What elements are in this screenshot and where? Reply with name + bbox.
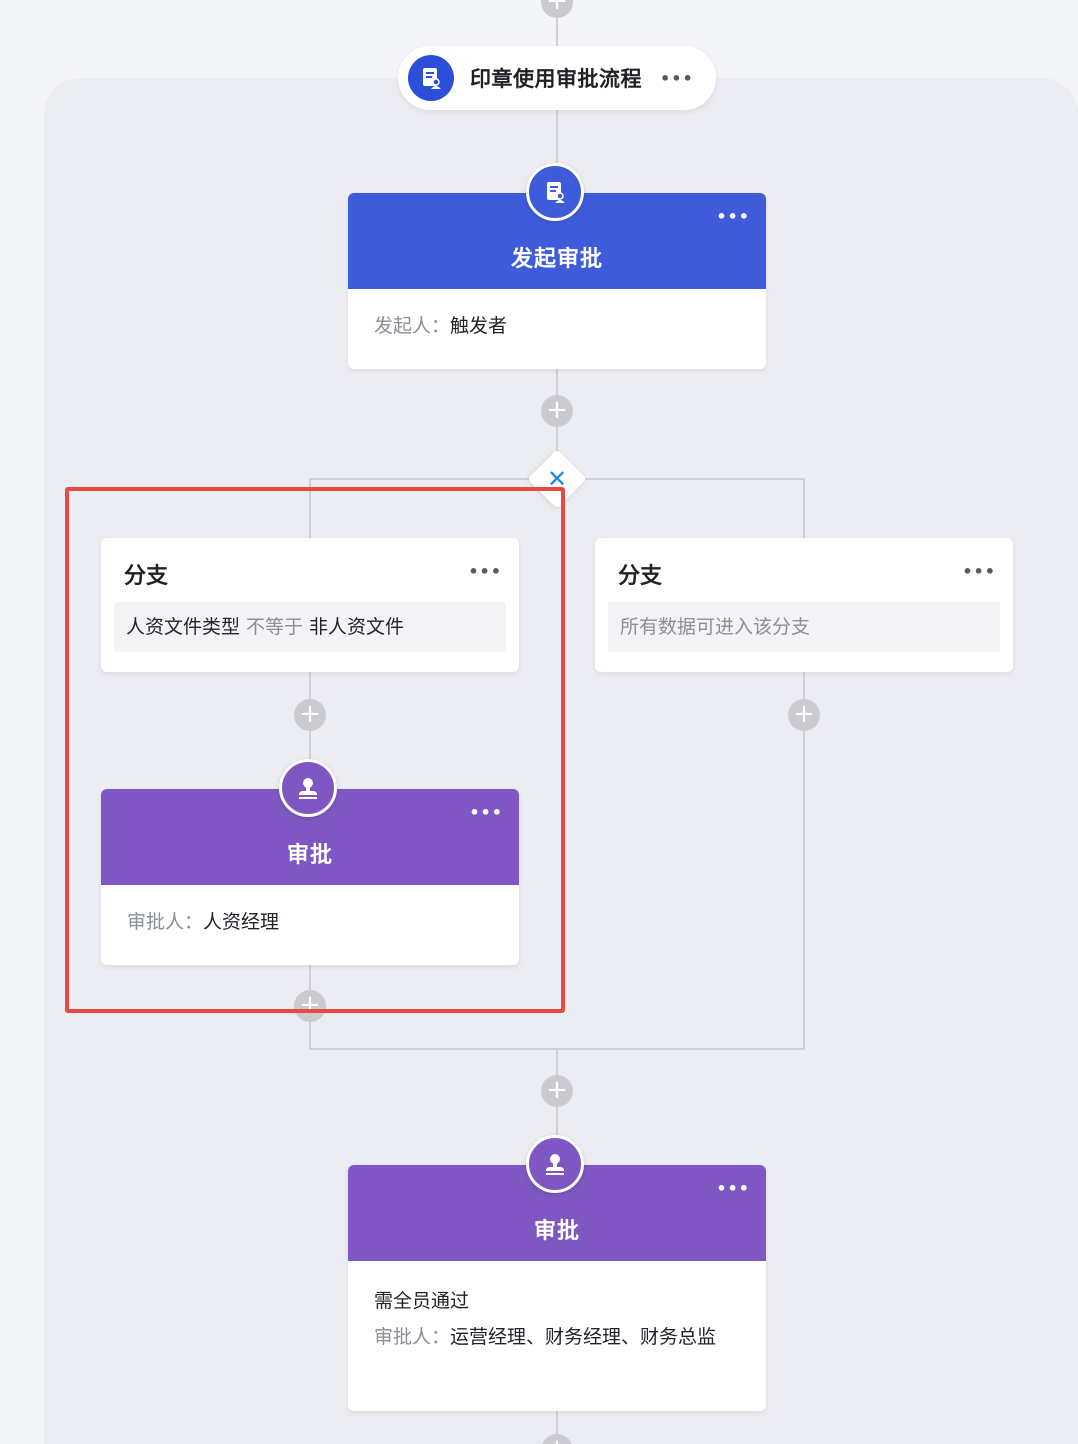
stamp-icon	[526, 1135, 584, 1193]
approver-line: 审批人：运营经理、财务经理、财务总监	[374, 1321, 740, 1353]
approval-node-title: 审批	[533, 1219, 580, 1244]
final-approval-node[interactable]: 审批 ••• 需全员通过 审批人：运营经理、财务经理、财务总监	[348, 1165, 766, 1411]
connector-line	[309, 478, 311, 540]
initiator-label: 发起人：	[374, 315, 451, 337]
more-icon[interactable]: •••	[468, 562, 502, 581]
branch-card-2[interactable]: 分支 ••• 所有数据可进入该分支	[595, 538, 1013, 672]
connector-line	[556, 1410, 558, 1444]
condition-field: 人资文件类型	[126, 616, 241, 638]
plus-icon: +	[546, 0, 568, 16]
start-node-title: 发起审批	[510, 247, 603, 272]
more-icon[interactable]: •••	[716, 1179, 750, 1198]
condition-operator: 不等于	[246, 616, 304, 638]
branch-condition: 人资文件类型不等于非人资文件	[114, 602, 506, 652]
condition-value: 非人资文件	[309, 616, 405, 638]
connector-line	[309, 671, 311, 791]
start-node-body: 发起人：触发者	[348, 289, 766, 363]
connector-line	[556, 110, 558, 166]
approval-mode: 需全员通过	[374, 1290, 470, 1312]
branch-card-1[interactable]: 分支 ••• 人资文件类型不等于非人资文件	[101, 538, 519, 672]
more-icon[interactable]: •••	[469, 803, 503, 822]
branch-title: 分支	[124, 564, 169, 589]
document-user-icon	[408, 55, 454, 101]
add-node-button[interactable]: +	[294, 699, 326, 731]
add-node-button[interactable]: +	[541, 395, 573, 427]
approval-node-body: 需全员通过 审批人：运营经理、财务经理、财务总监	[348, 1261, 766, 1375]
approver-value: 人资经理	[203, 911, 280, 933]
plus-icon: +	[793, 699, 815, 729]
add-node-button[interactable]: +	[541, 0, 573, 18]
more-icon[interactable]: •••	[962, 562, 996, 581]
branch-approval-node[interactable]: 审批 ••• 审批人：人资经理	[101, 789, 519, 965]
more-icon[interactable]: •••	[660, 68, 694, 88]
plus-icon: +	[546, 395, 568, 425]
approver-value: 运营经理、财务经理、财务总监	[450, 1326, 717, 1348]
approval-node-title: 审批	[286, 843, 333, 868]
flow-title-pill[interactable]: 印章使用审批流程 •••	[398, 46, 716, 110]
add-node-button[interactable]: +	[541, 1075, 573, 1107]
connector-line	[556, 1048, 558, 1168]
plus-icon: +	[546, 1075, 568, 1105]
approver-label: 审批人：	[374, 1326, 451, 1348]
connector-line	[803, 671, 805, 1050]
add-node-button[interactable]: +	[294, 990, 326, 1022]
close-icon[interactable]: ✕	[546, 465, 568, 493]
plus-icon: +	[541, 1434, 573, 1444]
approval-node-body: 审批人：人资经理	[101, 885, 519, 959]
plus-icon: +	[299, 699, 321, 729]
start-approval-node[interactable]: 发起审批 ••• 发起人：触发者	[348, 193, 766, 369]
plus-icon: +	[299, 990, 321, 1020]
approver-label: 审批人：	[127, 911, 204, 933]
branch-title: 分支	[618, 564, 663, 589]
connector-line	[556, 0, 558, 46]
flow-title: 印章使用审批流程	[470, 67, 642, 91]
initiator-value: 触发者	[450, 315, 508, 337]
add-node-button[interactable]: +	[541, 1434, 573, 1444]
branch-condition: 所有数据可进入该分支	[608, 602, 1000, 652]
stamp-icon	[279, 759, 337, 817]
document-user-icon	[526, 163, 584, 221]
connector-line	[803, 478, 805, 540]
more-icon[interactable]: •••	[716, 207, 750, 226]
add-node-button[interactable]: +	[788, 699, 820, 731]
